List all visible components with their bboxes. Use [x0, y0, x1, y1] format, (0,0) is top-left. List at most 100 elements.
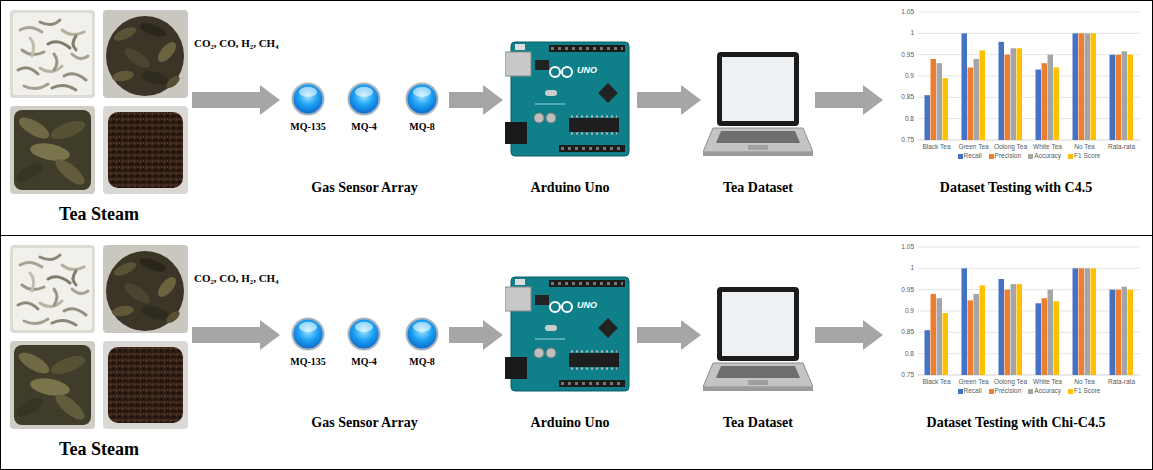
legend-item: Accuracy — [1028, 152, 1061, 160]
chart-bar — [925, 330, 931, 375]
chart-bar — [962, 268, 968, 375]
sensor-node: MQ-8 — [399, 317, 445, 369]
chart-bar — [1110, 290, 1116, 375]
stage-box: Arduino Uno — [505, 30, 635, 197]
sensor-label: MQ-8 — [409, 356, 435, 368]
chart-bar — [1079, 268, 1085, 375]
sensor-circle — [291, 317, 325, 351]
chart-bar — [1073, 33, 1079, 140]
legend-swatch — [1068, 389, 1073, 394]
sensor-circle — [349, 319, 380, 350]
grid-line — [918, 289, 1140, 290]
stage-caption: Tea Dataset — [723, 179, 793, 197]
illustration-space — [282, 78, 447, 178]
panel-divider — [0, 235, 1153, 236]
chart-legend: RecallPrecisionAccuracyF1 Score — [918, 387, 1140, 395]
axis-tick: 1 — [887, 29, 914, 37]
chart-bar — [1048, 55, 1054, 140]
chart-bar — [1011, 48, 1017, 140]
sensor-circle — [407, 84, 438, 115]
category-label: Green Tea — [954, 378, 994, 386]
chart-bar — [974, 59, 980, 140]
sensor-highlight — [413, 87, 431, 97]
grid-line — [918, 140, 1140, 141]
stage-caption: Dataset Testing with Chi-C4.5 — [927, 414, 1106, 432]
legend-item: F1 Score — [1068, 152, 1100, 160]
tea-photo — [103, 106, 188, 194]
legend-text: Recall — [964, 152, 982, 160]
axis-tick: 0.75 — [887, 371, 914, 379]
chart-bar — [999, 42, 1005, 140]
sensor-circle — [347, 82, 381, 116]
sensor-circle — [293, 84, 324, 115]
brand-text: UNO — [577, 65, 597, 76]
grid-line — [918, 76, 1140, 77]
illustration-space — [8, 8, 190, 203]
chart-bar — [968, 300, 974, 375]
chart-bar — [1085, 268, 1091, 375]
illustration-space — [505, 265, 635, 413]
stage-box: Gas Sensor ArrayMQ-135MQ-4MQ-8 — [282, 313, 447, 432]
sensor-highlight — [355, 322, 373, 332]
stage-caption: Dataset Testing with C4.5 — [940, 179, 1092, 197]
chart-bar — [1036, 70, 1042, 140]
gas-label: CO₂, CO, H₂, CH₄ — [194, 36, 278, 50]
stage-caption: Tea Dataset — [723, 414, 793, 432]
sensor-highlight — [355, 87, 373, 97]
grid-line — [918, 311, 1140, 312]
legend-text: Precision — [995, 387, 1022, 395]
block-arrow — [192, 320, 280, 350]
tea-photo — [10, 341, 95, 429]
chart-bar — [1128, 55, 1134, 140]
stage-box: Tea Dataset — [703, 265, 813, 432]
category-label: No Tea — [1065, 143, 1105, 151]
block-arrow — [815, 320, 883, 350]
stage-caption: Arduino Uno — [531, 179, 610, 197]
chart-bar — [1122, 287, 1128, 375]
chart-bar — [962, 33, 968, 140]
chart-bar — [937, 298, 943, 375]
category-label: Green Tea — [954, 143, 994, 151]
chart-bar — [1048, 290, 1054, 375]
grid-line — [918, 54, 1140, 55]
stage-box: Dataset Testing with C4.5 — [885, 5, 1147, 197]
legend-swatch — [958, 154, 963, 159]
arduino-board — [505, 277, 629, 391]
grid-line — [918, 97, 1140, 98]
stage-caption: Tea Steam — [59, 203, 139, 225]
axis-tick: 0.85 — [887, 328, 914, 336]
illustration-space — [8, 243, 190, 438]
axis-tick: 0.9 — [887, 307, 914, 315]
stage-box: Gas Sensor ArrayMQ-135MQ-4MQ-8 — [282, 78, 447, 197]
chart-bar — [931, 294, 937, 375]
grid-line — [918, 12, 1140, 13]
stage-caption: Tea Steam — [59, 438, 139, 460]
category-label: Black Tea — [917, 143, 957, 151]
gas-label: CO₂, CO, H₂, CH₄ — [194, 271, 278, 285]
illustration-space — [505, 30, 635, 178]
axis-tick: 0.95 — [887, 51, 914, 59]
sensor-node: MQ-135 — [285, 317, 331, 369]
block-arrow — [637, 85, 701, 115]
chart-bar — [1073, 268, 1079, 375]
tea-photo — [10, 245, 95, 333]
axis-tick: 0.85 — [887, 93, 914, 101]
chart-bar — [1005, 290, 1011, 375]
chart-bar — [980, 285, 986, 375]
chart-bar — [1091, 268, 1097, 375]
sensor-circle — [349, 84, 380, 115]
legend-text: Accuracy — [1034, 152, 1061, 160]
grid-line — [918, 332, 1140, 333]
legend-item: Accuracy — [1028, 387, 1061, 395]
chart-bar — [980, 50, 986, 140]
chart-bar — [1017, 284, 1023, 375]
illustration-space — [282, 313, 447, 413]
block-arrow — [449, 85, 503, 115]
category-label: White Tea — [1028, 378, 1068, 386]
chart-bar — [974, 294, 980, 375]
category-label: Rata-rata — [1102, 378, 1142, 386]
chart-bar — [1017, 48, 1023, 140]
sensor-circle — [347, 317, 381, 351]
stage-caption: Gas Sensor Array — [311, 179, 417, 197]
